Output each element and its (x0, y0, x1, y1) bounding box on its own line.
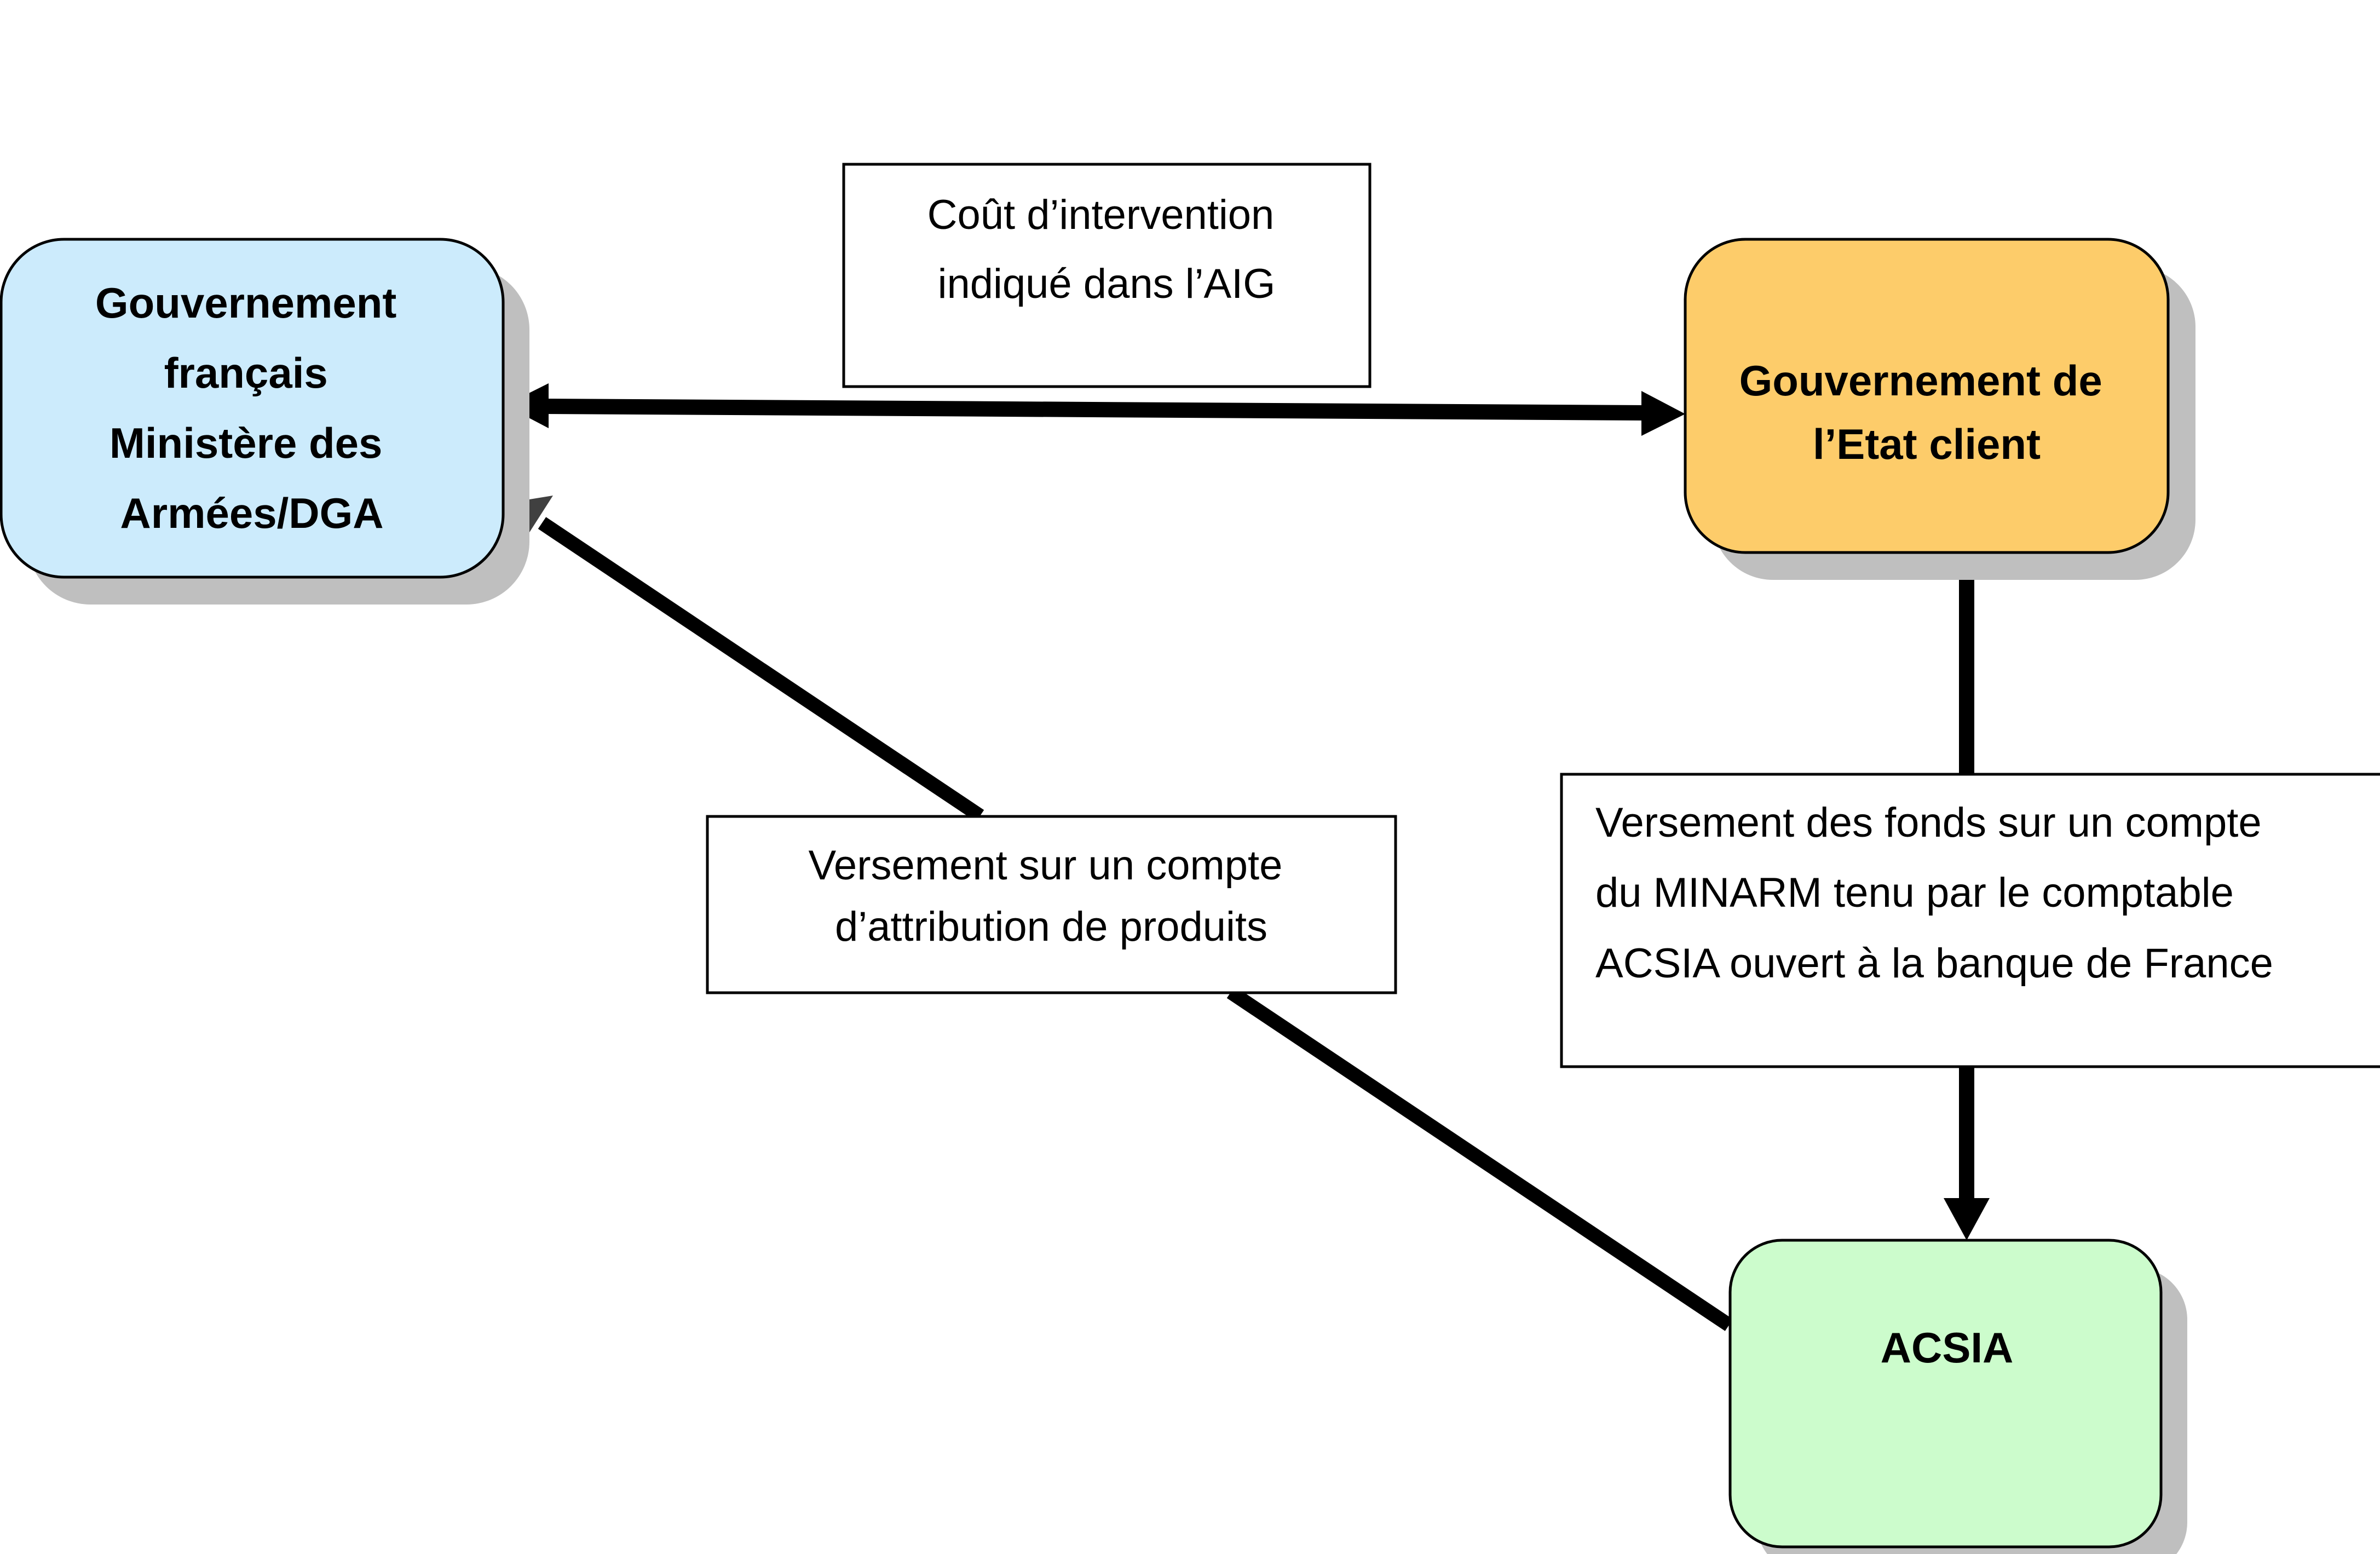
label-line: ACSIA ouvert à la banque de France (1595, 940, 2273, 987)
arrowhead-right (1641, 391, 1685, 436)
node-box (1728, 1239, 2163, 1549)
label-line: Versement sur un compte (808, 842, 1282, 889)
label-text: Coût d’intervention indiqué dans l’AIG (927, 192, 1286, 307)
node-acsia: ACSIA (1728, 1239, 2187, 1554)
label-text: Versement sur un compte d’attribution de… (808, 842, 1294, 950)
label-line: indiqué dans l’AIG (938, 261, 1276, 307)
node-label-line: Gouvernement (95, 279, 396, 327)
arrow-etat-to-acsia (1944, 576, 1990, 1240)
label-box (706, 815, 1397, 994)
label-line: Coût d’intervention (927, 192, 1275, 238)
label-line: d’attribution de produits (835, 903, 1267, 950)
node-label-line: l’Etat client (1813, 420, 2041, 468)
node-gouvernement-francais: Gouvernement français Ministère des Armé… (0, 238, 529, 605)
node-box (0, 238, 505, 579)
node-box (1684, 238, 2170, 554)
label-line: du MINARM tenu par le comptable (1595, 870, 2234, 916)
label-versement-compte: Versement sur un compte d’attribution de… (706, 815, 1397, 994)
node-label: ACSIA (1881, 1323, 2014, 1372)
node-label: Gouvernement de l’Etat client (1739, 356, 2114, 468)
node-label-line: Armées/DGA (120, 489, 383, 537)
label-box (1560, 773, 2380, 1068)
node-gouvernement-etat-client: Gouvernement de l’Etat client (1684, 238, 2195, 580)
bidirectional-arrow (505, 383, 1685, 436)
node-label: Gouvernement français Ministère des Armé… (95, 279, 408, 537)
node-label-line: français (164, 349, 328, 397)
label-cout-intervention: Coût d’intervention indiqué dans l’AIG (842, 163, 1371, 388)
node-label-line: Gouvernement de (1739, 356, 2102, 405)
label-box (842, 163, 1371, 388)
label-versement-fonds: Versement des fonds sur un compte du MIN… (1560, 773, 2380, 1068)
node-label-line: Ministère des (110, 419, 383, 467)
arrowhead-down (1944, 1198, 1990, 1240)
node-label-line: ACSIA (1881, 1323, 2014, 1372)
label-text: Versement des fonds sur un compte du MIN… (1595, 799, 2273, 987)
label-line: Versement des fonds sur un compte (1595, 799, 2262, 846)
